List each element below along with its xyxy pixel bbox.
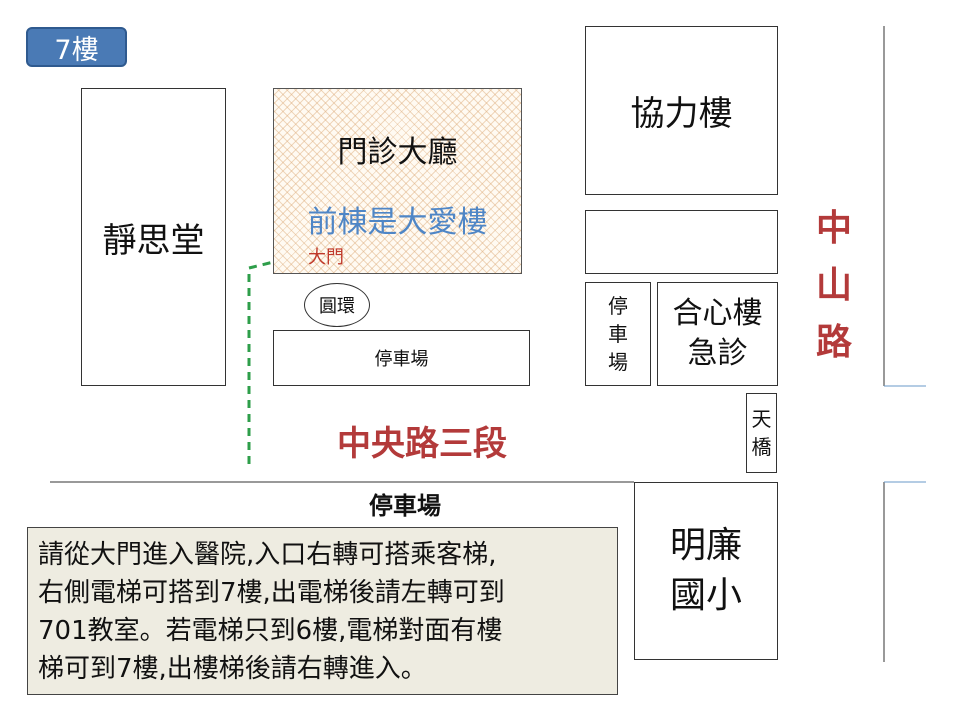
directions-line: 701教室。若電梯只到6樓,電梯對面有樓 xyxy=(38,616,503,646)
road-zhongshan-char: 路 xyxy=(815,321,852,363)
road-zhongshan-char: 山 xyxy=(815,264,852,306)
road-zhongyang-label: 中央路三段 xyxy=(292,415,552,465)
roundabout: 圓環 xyxy=(304,283,370,327)
building-xieli-label: 協力樓 xyxy=(630,94,733,134)
emergency-label: 急診 xyxy=(687,336,748,371)
parking-lot-front: 停車場 xyxy=(273,330,530,386)
building-hexin-emergency: 合心樓 急診 xyxy=(657,282,778,386)
footbridge-char: 橋 xyxy=(751,435,772,459)
building-xieli: 協力樓 xyxy=(585,26,778,195)
floor-badge: 7樓 xyxy=(26,27,127,67)
front-building-label: 前棟是大愛樓 xyxy=(307,205,488,240)
unlabeled-building xyxy=(585,210,778,274)
road-zhongshan-label: 中 山 路 xyxy=(806,205,862,365)
directions-line: 梯可到7樓,出樓梯後請右轉進入。 xyxy=(38,654,427,684)
building-minglian-school: 明廉 國小 xyxy=(634,482,778,660)
parking-bottom-text: 停車場 xyxy=(369,491,441,520)
building-jingsi-label: 靜思堂 xyxy=(102,220,205,261)
directions-line: 右側電梯可搭到7樓,出電梯後請左轉可到 xyxy=(38,578,505,608)
school-name-line: 國小 xyxy=(669,575,742,616)
parking-side-char: 車 xyxy=(608,322,628,346)
main-gate-label: 大門 xyxy=(308,247,344,268)
directions-line: 請從大門進入醫院,入口右轉可搭乘客梯, xyxy=(38,540,497,570)
school-name-line: 明廉 xyxy=(669,525,742,566)
parking-lot-front-label: 停車場 xyxy=(374,349,429,370)
building-outpatient-lobby: 門診大廳 前棟是大愛樓 xyxy=(273,88,522,274)
roundabout-label: 圓環 xyxy=(319,296,355,317)
road-zhongyang-text: 中央路三段 xyxy=(337,423,507,464)
parking-lot-bottom-label: 停車場 xyxy=(330,485,480,521)
parking-side-char: 場 xyxy=(608,350,628,374)
building-hexin-label: 合心樓 xyxy=(672,296,763,331)
road-zhongshan-char: 中 xyxy=(815,207,852,249)
footbridge-char: 天 xyxy=(751,407,772,431)
directions-textbox: 請從大門進入醫院,入口右轉可搭乘客梯, 右側電梯可搭到7樓,出電梯後請左轉可到 … xyxy=(27,527,618,695)
footbridge: 天 橋 xyxy=(746,393,777,473)
building-jingsi: 靜思堂 xyxy=(81,88,226,386)
lobby-title: 門診大廳 xyxy=(337,135,458,170)
parking-side-char: 停 xyxy=(608,294,628,318)
floor-label: 7樓 xyxy=(54,34,99,66)
parking-lot-side: 停 車 場 xyxy=(585,282,651,386)
